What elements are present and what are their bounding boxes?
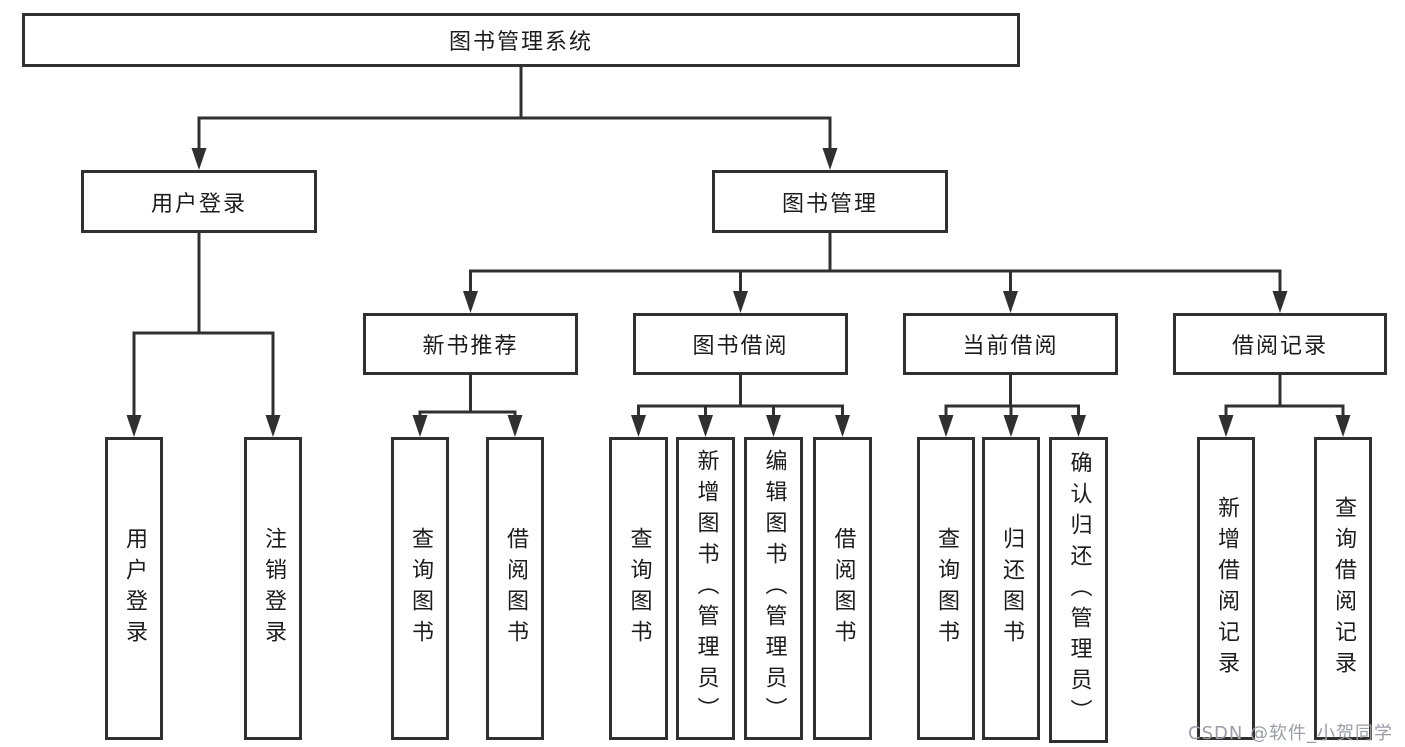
node-label: 新书推荐 [422, 334, 519, 359]
node-current-borrowing: 当前借阅 [903, 313, 1118, 375]
node-label: 借阅记录 [1231, 334, 1328, 359]
leaf-logout: 注销登录 [244, 437, 302, 740]
leaf-query-borrow-record: 查询借阅记录 [1314, 437, 1372, 740]
leaf-add-borrow-record: 新增借阅记录 [1197, 437, 1255, 740]
node-label: 查询图书 [408, 526, 433, 651]
node-label: 注销登录 [261, 526, 286, 651]
node-label: 图书管理 [781, 191, 878, 217]
node-book-borrowing: 图书借阅 [633, 313, 848, 375]
leaf-recommend-borrow-books: 借阅图书 [486, 437, 544, 740]
node-library-management-system: 图书管理系统 [22, 13, 1020, 67]
node-new-book-recommend: 新书推荐 [363, 313, 578, 375]
csdn-watermark: CSDN @软件_小贺同学 [1188, 723, 1394, 744]
node-label: 借阅图书 [503, 526, 528, 651]
node-label: 新增图书（管理员） [693, 449, 719, 728]
leaf-current-query-books: 查询图书 [917, 437, 975, 740]
leaf-user-login: 用户登录 [105, 437, 163, 740]
leaf-add-book-admin: 新增图书（管理员） [676, 437, 735, 740]
node-label: 图书管理系统 [448, 30, 593, 55]
node-label: 图书借阅 [692, 334, 789, 359]
node-label: 编辑图书（管理员） [761, 449, 787, 728]
node-label: 归还图书 [999, 526, 1024, 651]
node-label: 用户登录 [150, 191, 247, 217]
node-label: 当前借阅 [962, 334, 1059, 359]
node-borrowing-records: 借阅记录 [1173, 313, 1387, 375]
leaf-recommend-query-books: 查询图书 [391, 437, 449, 740]
node-user-login: 用户登录 [81, 170, 317, 233]
node-label: 查询借阅记录 [1331, 495, 1356, 682]
node-label: 借阅图书 [830, 526, 856, 651]
leaf-borrow-books: 借阅图书 [813, 437, 872, 740]
leaf-return-book: 归还图书 [982, 437, 1040, 740]
node-label: 用户登录 [122, 526, 147, 651]
node-label: 查询图书 [934, 526, 959, 651]
leaf-edit-book-admin: 编辑图书（管理员） [744, 437, 803, 740]
node-label: 确认归还（管理员） [1066, 450, 1092, 730]
node-label: 新增借阅记录 [1214, 495, 1239, 682]
leaf-borrowing-query-books: 查询图书 [609, 437, 668, 740]
node-label: 查询图书 [626, 526, 652, 651]
node-book-management: 图书管理 [712, 170, 948, 233]
leaf-confirm-return-admin: 确认归还（管理员） [1049, 437, 1108, 743]
